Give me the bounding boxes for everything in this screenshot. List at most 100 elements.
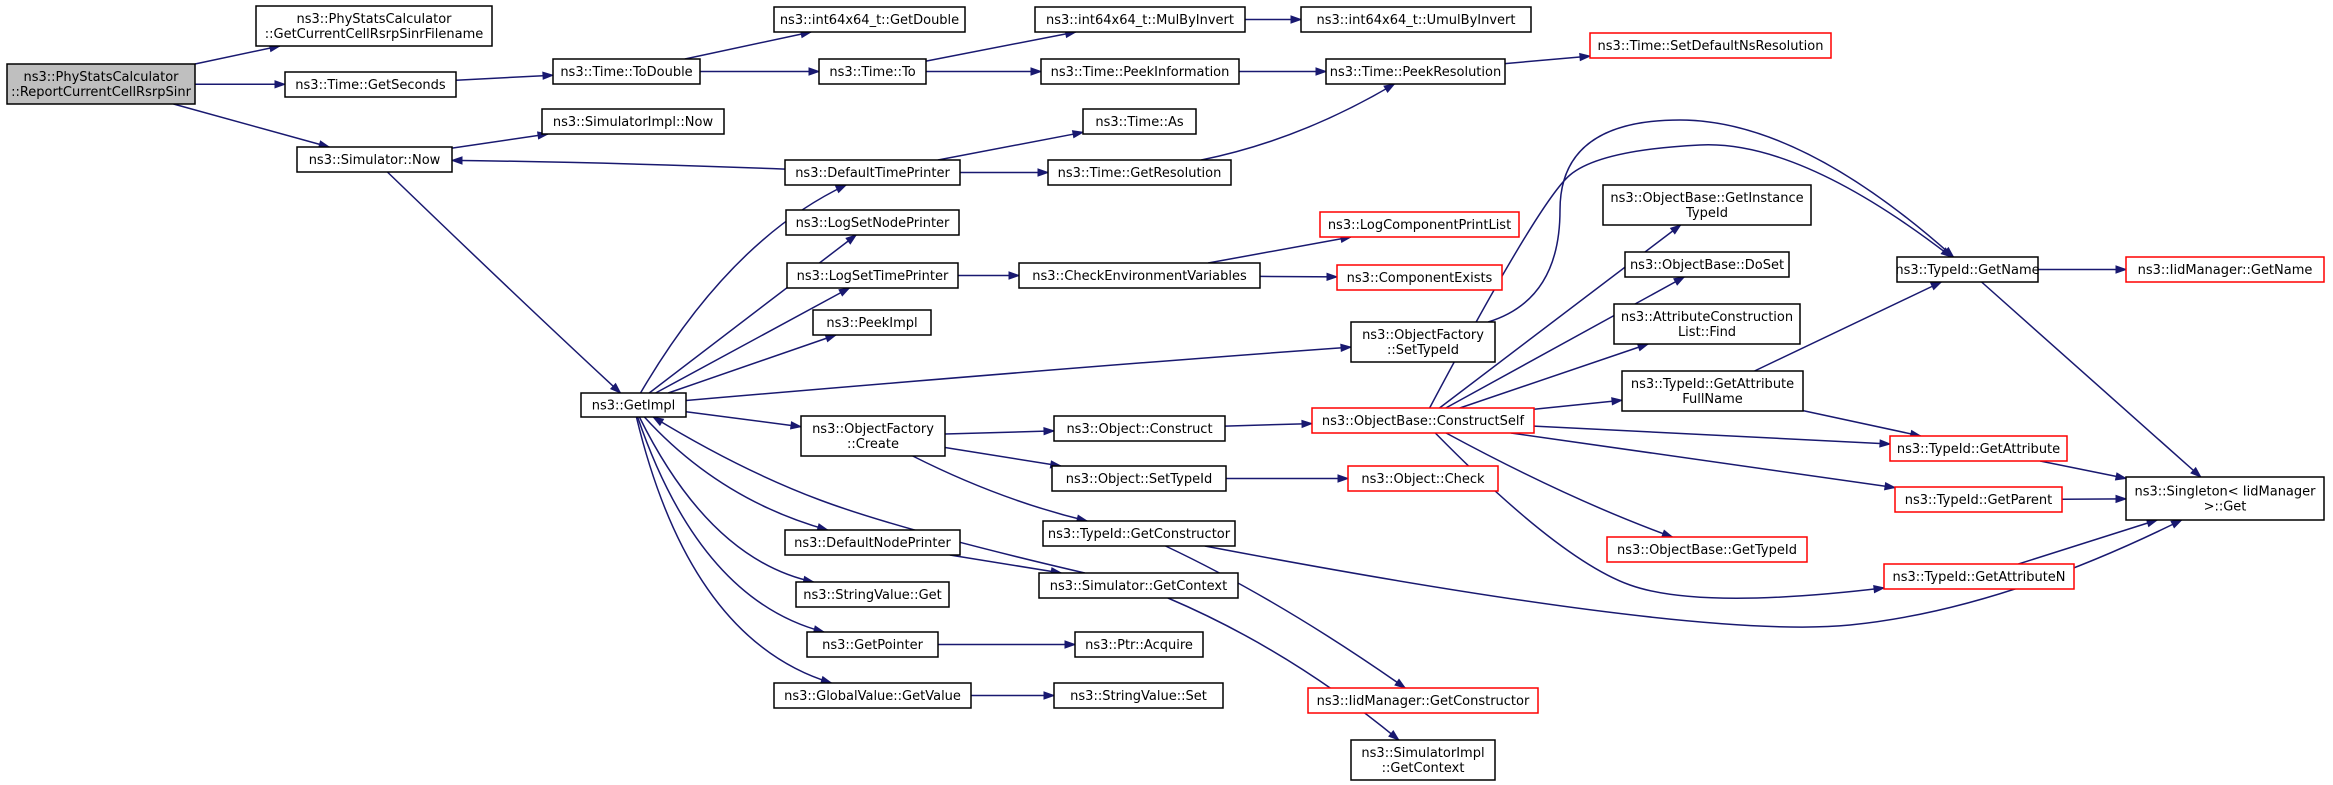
node-iidgetconstructor[interactable]: ns3::IidManager::GetConstructor (1307, 687, 1539, 714)
node-getimpl[interactable]: ns3::GetImpl (580, 392, 687, 418)
node-defaultnodeprinter[interactable]: ns3::DefaultNodePrinter (784, 529, 961, 556)
node-box[interactable] (1602, 184, 1812, 226)
node-simimplnow[interactable]: ns3::SimulatorImpl::Now (541, 108, 725, 135)
node-box[interactable] (818, 58, 927, 85)
node-getresolution[interactable]: ns3::Time::GetResolution (1047, 159, 1232, 186)
node-box[interactable] (1350, 739, 1496, 781)
node-getfilename[interactable]: ns3::PhyStatsCalculator::GetCurrentCellR… (255, 5, 493, 47)
node-todouble[interactable]: ns3::Time::ToDouble (552, 58, 701, 85)
node-objcheck[interactable]: ns3::Object::Check (1347, 465, 1499, 492)
node-box[interactable] (284, 71, 457, 98)
node-box[interactable] (2125, 476, 2325, 521)
node-box[interactable] (541, 108, 725, 135)
node-box[interactable] (784, 529, 961, 556)
node-peekimpl[interactable]: ns3::PeekImpl (812, 309, 932, 336)
node-box[interactable] (773, 682, 972, 709)
node-box[interactable] (1889, 435, 2068, 462)
node-box[interactable] (773, 6, 966, 33)
node-logcompprintlist[interactable]: ns3::LogComponentPrintList (1319, 211, 1520, 238)
node-objconstruct[interactable]: ns3::Object::Construct (1053, 415, 1226, 442)
node-box[interactable] (2125, 256, 2325, 283)
node-peekresolution[interactable]: ns3::Time::PeekResolution (1325, 58, 1506, 85)
node-box[interactable] (1074, 631, 1204, 658)
node-box[interactable] (812, 309, 932, 336)
node-box[interactable] (1311, 407, 1535, 434)
node-doset[interactable]: ns3::ObjectBase::DoSet (1624, 251, 1790, 278)
node-ofcreate[interactable]: ns3::ObjectFactory::Create (800, 415, 946, 457)
node-box[interactable] (1053, 682, 1224, 709)
node-componentexists[interactable]: ns3::ComponentExists (1336, 264, 1503, 291)
node-umulbyinvert[interactable]: ns3::int64x64_t::UmulByInvert (1300, 6, 1532, 33)
node-typeidgetattributen[interactable]: ns3::TypeId::GetAttributeN (1883, 563, 2075, 590)
node-box[interactable] (1307, 687, 1539, 714)
node-box[interactable] (1051, 465, 1227, 492)
node-box[interactable] (255, 5, 493, 47)
node-box[interactable] (1042, 520, 1236, 547)
node-box[interactable] (1896, 256, 2039, 283)
node-box[interactable] (785, 209, 960, 236)
node-box[interactable] (1040, 58, 1240, 85)
node-stringvalueget[interactable]: ns3::StringValue::Get (795, 581, 950, 608)
node-typeidgetattribute[interactable]: ns3::TypeId::GetAttribute (1889, 435, 2068, 462)
node-box[interactable] (786, 262, 959, 289)
node-box[interactable] (1350, 321, 1496, 363)
node-typeidgetparent[interactable]: ns3::TypeId::GetParent (1894, 486, 2063, 513)
node-report[interactable]: ns3::PhyStatsCalculator::ReportCurrentCe… (6, 63, 196, 105)
node-box[interactable] (1034, 6, 1246, 33)
node-typeidgetname[interactable]: ns3::TypeId::GetName (1895, 256, 2040, 283)
node-setdefaultnsres[interactable]: ns3::Time::SetDefaultNsResolution (1589, 32, 1832, 59)
node-box[interactable] (296, 146, 453, 173)
node-box[interactable] (1606, 536, 1808, 563)
node-simgetcontext[interactable]: ns3::Simulator::GetContext (1038, 572, 1239, 599)
node-box[interactable] (1621, 370, 1804, 412)
node-box[interactable] (1018, 262, 1261, 289)
node-box[interactable] (552, 58, 701, 85)
node-box[interactable] (1589, 32, 1832, 59)
node-getseconds[interactable]: ns3::Time::GetSeconds (284, 71, 457, 98)
node-box[interactable] (1613, 303, 1801, 345)
node-objsettypeid[interactable]: ns3::Object::SetTypeId (1051, 465, 1227, 492)
node-box[interactable] (806, 631, 939, 658)
node-box[interactable] (784, 159, 961, 186)
node-box[interactable] (1894, 486, 2063, 513)
node-simimplgetcontext[interactable]: ns3::SimulatorImpl::GetContext (1350, 739, 1496, 781)
node-globalvaluegetvalue[interactable]: ns3::GlobalValue::GetValue (773, 682, 972, 709)
node-timeas[interactable]: ns3::Time::As (1082, 108, 1197, 135)
node-box[interactable] (1883, 563, 2075, 590)
node-logsetnodeprinter[interactable]: ns3::LogSetNodePrinter (785, 209, 960, 236)
node-box[interactable] (1347, 465, 1499, 492)
node-defaulttimeprinter[interactable]: ns3::DefaultTimePrinter (784, 159, 961, 186)
node-box[interactable] (1082, 108, 1197, 135)
node-peekinfo[interactable]: ns3::Time::PeekInformation (1040, 58, 1240, 85)
node-constructself[interactable]: ns3::ObjectBase::ConstructSelf (1311, 407, 1535, 434)
node-getpointer[interactable]: ns3::GetPointer (806, 631, 939, 658)
node-box[interactable] (795, 581, 950, 608)
node-checkenv[interactable]: ns3::CheckEnvironmentVariables (1018, 262, 1261, 289)
node-box[interactable] (580, 392, 687, 418)
node-objbasegettypeid[interactable]: ns3::ObjectBase::GetTypeId (1606, 536, 1808, 563)
node-box[interactable] (1047, 159, 1232, 186)
node-stringvalueset[interactable]: ns3::StringValue::Set (1053, 682, 1224, 709)
node-ptracquire[interactable]: ns3::Ptr::Acquire (1074, 631, 1204, 658)
node-box[interactable] (1325, 58, 1506, 85)
node-mulbyinvert[interactable]: ns3::int64x64_t::MulByInvert (1034, 6, 1246, 33)
node-timeto[interactable]: ns3::Time::To (818, 58, 927, 85)
node-box[interactable] (1336, 264, 1503, 291)
node-box[interactable] (1053, 415, 1226, 442)
node-ofsettypeid[interactable]: ns3::ObjectFactory::SetTypeId (1350, 321, 1496, 363)
node-box[interactable] (1038, 572, 1239, 599)
node-box[interactable] (1300, 6, 1532, 33)
node-logsettimeprinter[interactable]: ns3::LogSetTimePrinter (786, 262, 959, 289)
node-box[interactable] (6, 63, 196, 105)
node-box[interactable] (1319, 211, 1520, 238)
node-box[interactable] (1624, 251, 1790, 278)
node-box[interactable] (800, 415, 946, 457)
node-iidgetname[interactable]: ns3::IidManager::GetName (2125, 256, 2325, 283)
node-int64getdouble[interactable]: ns3::int64x64_t::GetDouble (773, 6, 966, 33)
node-simnow[interactable]: ns3::Simulator::Now (296, 146, 453, 173)
node-typeidgetconstructor[interactable]: ns3::TypeId::GetConstructor (1042, 520, 1236, 547)
node-singletonget[interactable]: ns3::Singleton< IidManager >::Get (2125, 476, 2325, 521)
